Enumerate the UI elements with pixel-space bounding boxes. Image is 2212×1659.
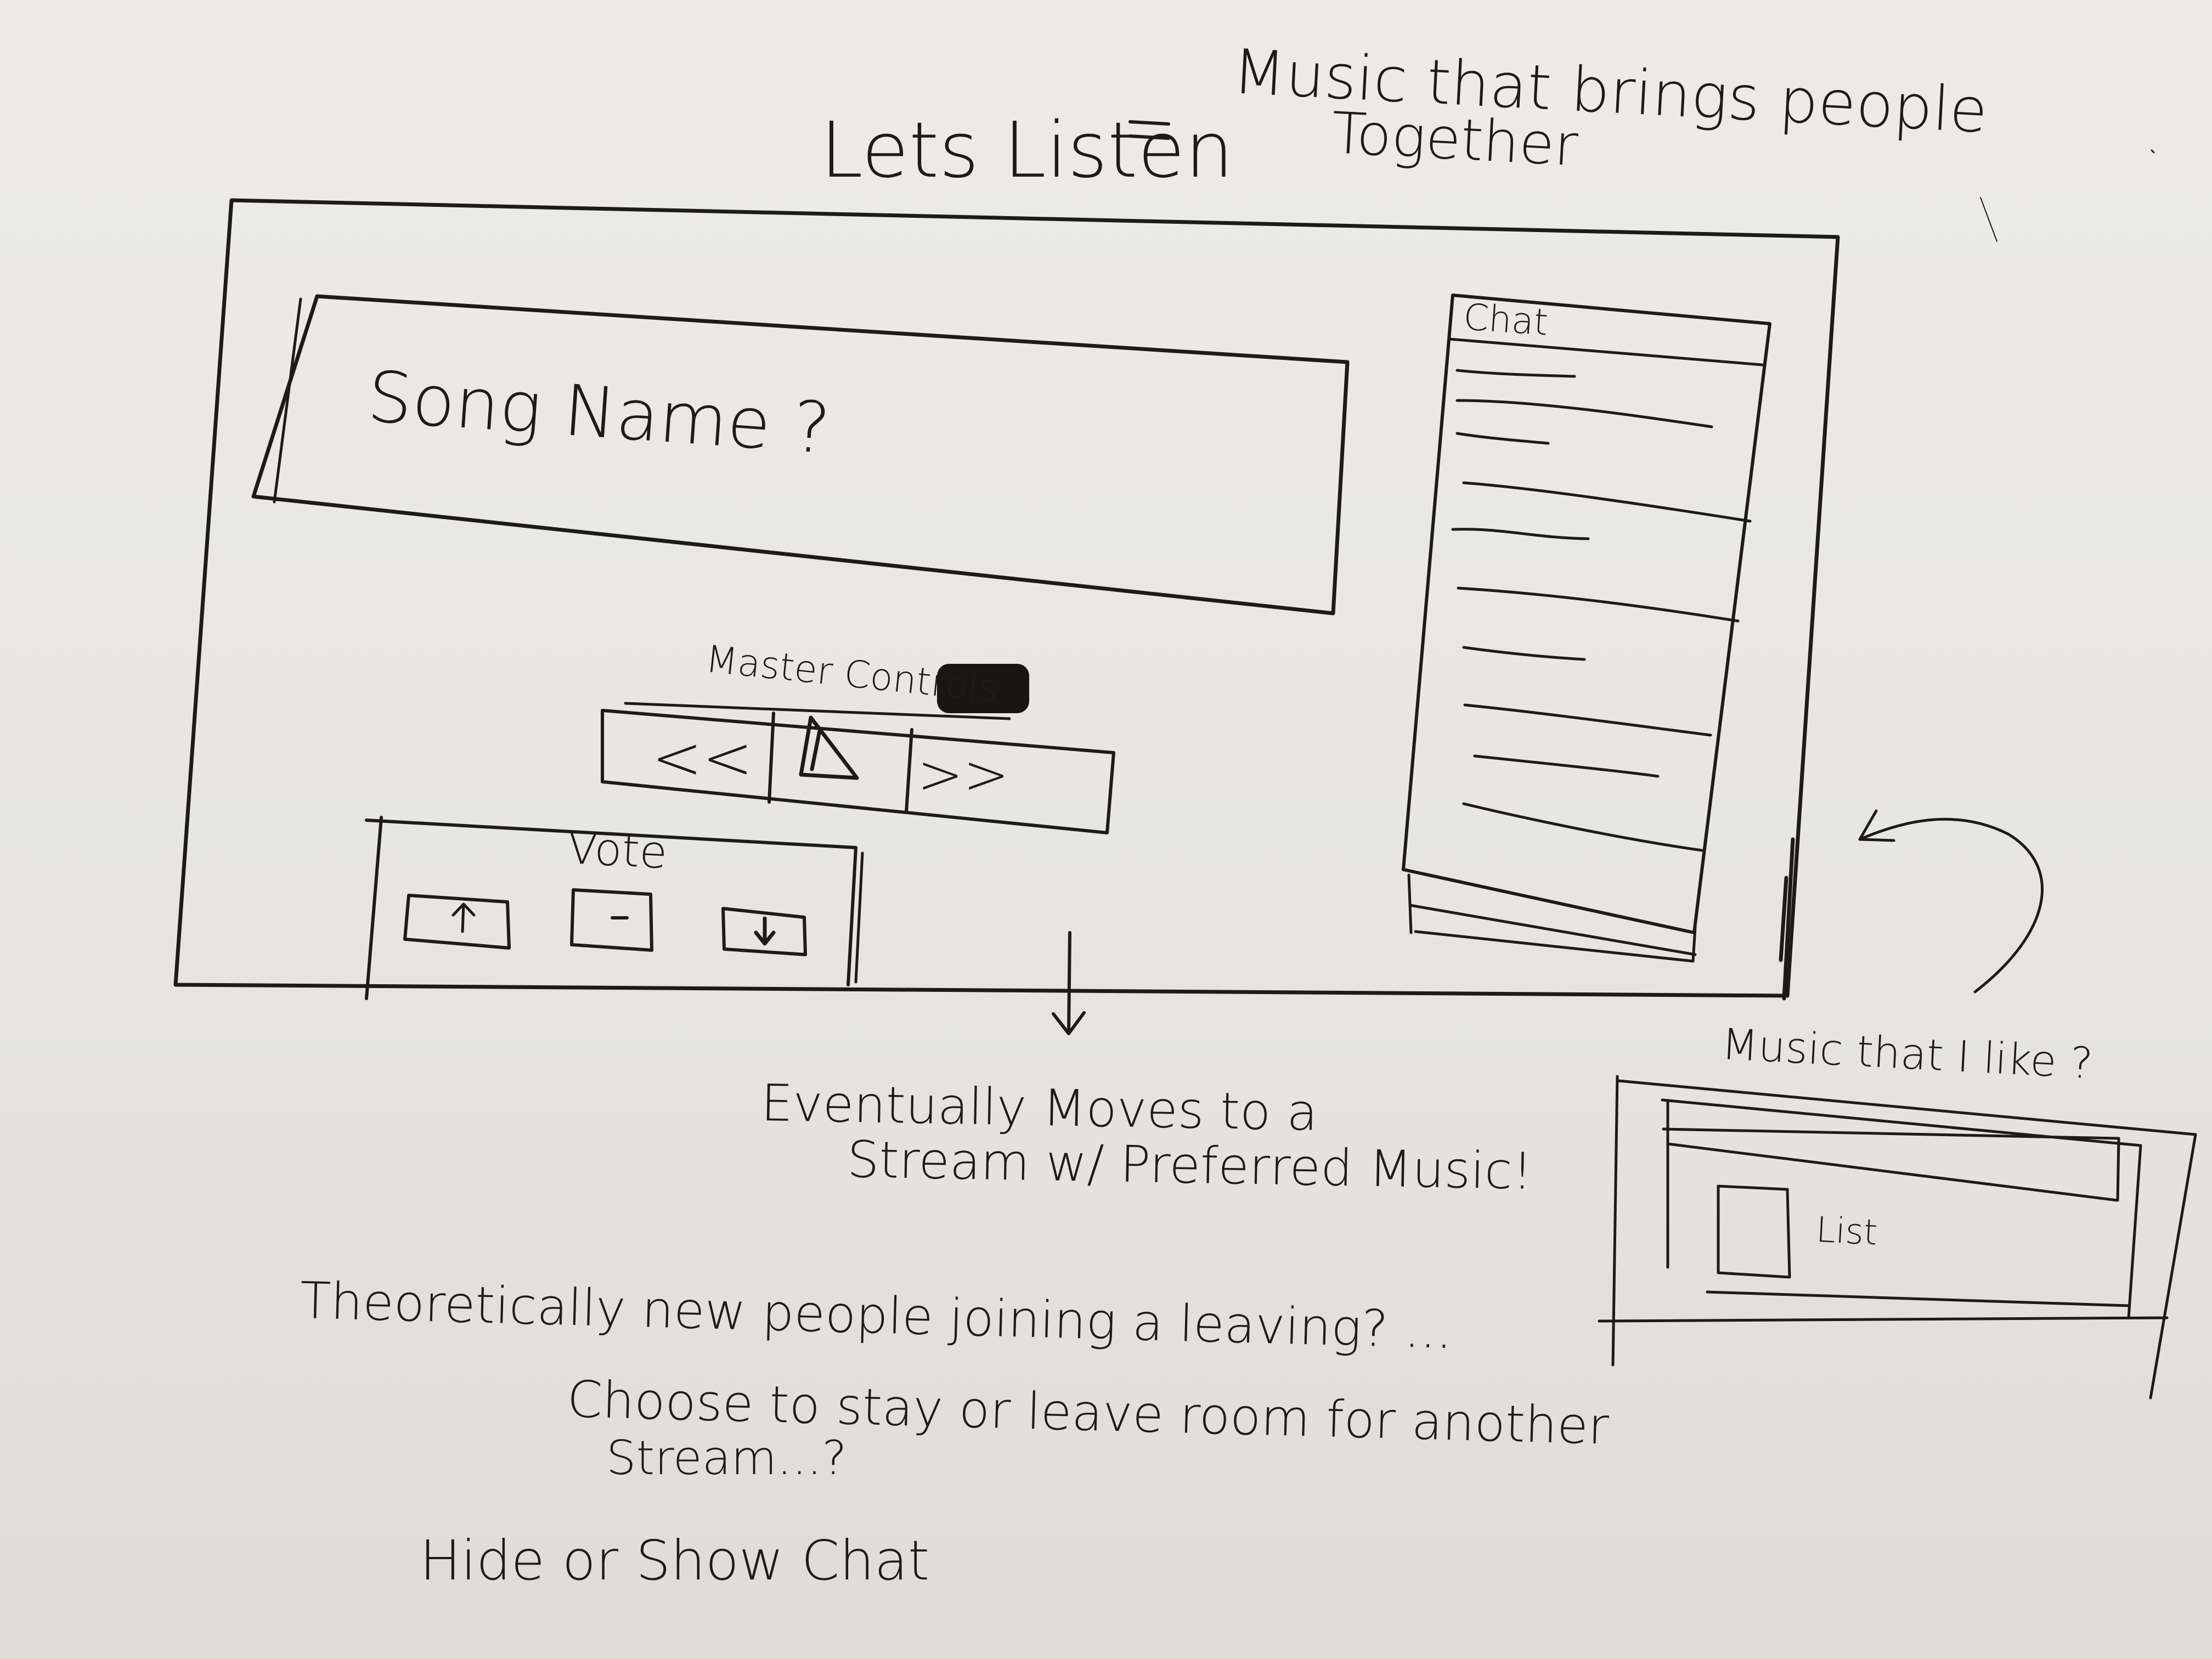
vote-neutral-box[interactable]: [570, 888, 653, 952]
scribble-blot: [937, 664, 1029, 713]
app-title: Lets Listen: [820, 106, 1234, 195]
chat-message-line: [1463, 703, 1712, 737]
list-thumbnail: [1717, 1184, 1791, 1279]
chat-panel: [1402, 294, 1771, 934]
master-controls-bar: [601, 709, 1115, 834]
vote-up-box[interactable]: [403, 894, 511, 950]
song-name-banner: [251, 294, 1350, 616]
main-window-frame: [173, 198, 1840, 998]
chat-header-line: [1448, 337, 1764, 366]
side-panel-frame: [1611, 1075, 2197, 1400]
chat-message-line: [1473, 754, 1660, 778]
side-panel-search-bar: [1662, 1127, 2120, 1202]
controls-divider-2: [905, 728, 913, 814]
equals-sign: [1128, 120, 1170, 140]
vote-label: Vote: [566, 822, 669, 879]
chat-message-line: [1455, 432, 1550, 445]
chat-message-line: [1462, 802, 1703, 852]
eventually-note-line-1: Eventually Moves to a: [760, 1074, 1318, 1142]
curved-arrow-icon: [1858, 809, 2044, 994]
chat-message-line: [1455, 369, 1576, 378]
chat-message-line: [1462, 646, 1586, 661]
down-arrow-icon: [1052, 931, 1086, 1035]
vote-down-box[interactable]: [721, 907, 807, 956]
eventually-note-line-2: Stream w/ Preferred Music!: [847, 1130, 1533, 1201]
play-triangle-icon[interactable]: [799, 715, 859, 780]
choose-note-line-2: Stream...?: [606, 1431, 847, 1486]
chat-message-line: [1462, 481, 1752, 523]
chat-title: Chat: [1462, 296, 1550, 344]
vote-up-arrow-icon: [452, 902, 476, 933]
controls-divider-1: [768, 712, 775, 804]
list-label: List: [1815, 1210, 1878, 1254]
prev-button[interactable]: <<: [652, 723, 753, 793]
chat-message-line: [1457, 586, 1740, 623]
next-button[interactable]: >>: [917, 742, 1009, 806]
hide-show-chat-note: Hide or Show Chat: [420, 1528, 930, 1593]
vote-box: [365, 816, 857, 1000]
chat-message-line: [1451, 528, 1590, 540]
chat-message-list: [1451, 369, 1752, 852]
tagline-line-2: Together: [1330, 99, 1580, 179]
vote-down-arrow-icon: [754, 916, 776, 946]
chat-message-line: [1455, 399, 1713, 428]
